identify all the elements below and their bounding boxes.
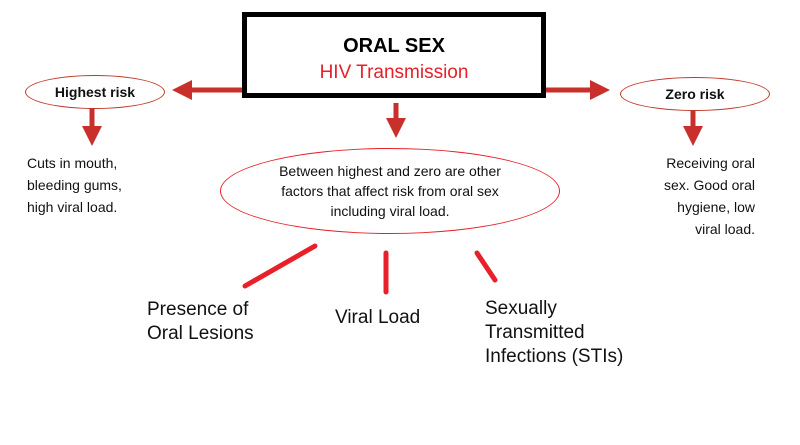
middle-factors-node: Between highest and zero are other facto…	[220, 148, 560, 234]
text-line: factors that affect risk from oral sex	[281, 183, 499, 199]
main-subtitle: HIV Transmission	[319, 62, 469, 83]
text-line: including viral load.	[330, 203, 450, 219]
text-line: Infections (STIs)	[485, 346, 624, 367]
zero-risk-label: Zero risk	[665, 86, 725, 102]
zero-risk-description: Receiving oral sex. Good oral hygiene, l…	[664, 152, 755, 240]
line-to-stis	[474, 250, 498, 283]
text-line: Sexually	[485, 298, 557, 319]
text-line: Receiving oral	[666, 155, 755, 171]
text-line: Presence of	[147, 299, 249, 320]
highest-risk-description: Cuts in mouth, bleeding gums, high viral…	[27, 152, 122, 218]
text-line: sex. Good oral	[663, 177, 755, 193]
text-line: Between highest and zero are other	[279, 163, 501, 179]
factor-oral-lesions: Presence of Oral Lesions	[147, 298, 254, 346]
text-line: viral load.	[695, 221, 755, 237]
text-line: high viral load.	[27, 199, 118, 215]
main-title: ORAL SEX	[343, 35, 445, 57]
text-line: bleeding gums,	[27, 177, 122, 193]
highest-risk-node: Highest risk	[25, 75, 165, 109]
text-line: Transmitted	[485, 322, 585, 343]
text-line: hygiene, low	[677, 199, 755, 215]
zero-risk-node: Zero risk	[620, 77, 770, 111]
text-line: Cuts in mouth,	[27, 155, 118, 171]
factor-stis: Sexually Transmitted Infections (STIs)	[485, 297, 623, 369]
factor-viral-load: Viral Load	[335, 307, 421, 328]
text-line: Oral Lesions	[147, 323, 254, 344]
highest-risk-label: Highest risk	[54, 84, 136, 100]
main-box: ORAL SEX HIV Transmission	[242, 12, 546, 98]
line-to-lesions	[242, 243, 318, 289]
